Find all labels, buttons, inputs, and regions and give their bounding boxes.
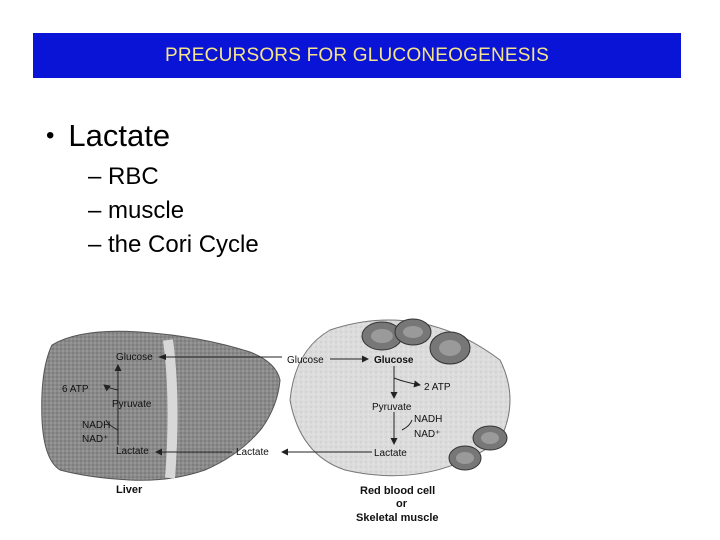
middle-glucose: Glucose [287,355,324,366]
cell-caption-line1: Red blood cell [360,485,435,497]
cell-caption-line2: or [396,498,408,510]
sub-item-cori: – the Cori Cycle [88,231,259,258]
sub-item-rbc: – RBC [88,163,159,190]
rbc-icons [361,318,508,471]
cell-pyruvate: Pyruvate [372,402,412,413]
liver-pyruvate: Pyruvate [112,399,152,410]
cell-atp: 2 ATP [424,382,451,393]
liver-shape [41,330,281,481]
liver-nadh: NADH [82,420,110,431]
cell-lactate: Lactate [374,448,407,459]
cell-nadh: NADH [414,414,442,425]
liver-lactate: Lactate [116,446,149,457]
middle-lactate: Lactate [236,447,269,458]
liver-caption: Liver [116,484,143,496]
bullet-text: Lactate [68,118,171,153]
sub-list: – RBC – muscle – the Cori Cycle [88,160,259,262]
cell-nad: NAD⁺ [414,429,440,440]
bullet-list: • Lactate – RBC – muscle – the Cori Cycl… [46,118,259,262]
bullet-lactate: • Lactate [46,118,259,154]
title-bar: PRECURSORS FOR GLUCONEOGENESIS [33,33,681,78]
liver-glucose: Glucose [116,352,153,363]
liver-atp: 6 ATP [62,384,89,395]
sub-item-muscle: – muscle [88,197,185,224]
slide-title: PRECURSORS FOR GLUCONEOGENESIS [165,44,549,66]
cell-caption-line3: Skeletal muscle [356,512,439,524]
bullet-dot-icon: • [46,122,55,149]
liver-nad: NAD⁺ [82,434,108,445]
cell-glucose: Glucose [374,355,414,366]
